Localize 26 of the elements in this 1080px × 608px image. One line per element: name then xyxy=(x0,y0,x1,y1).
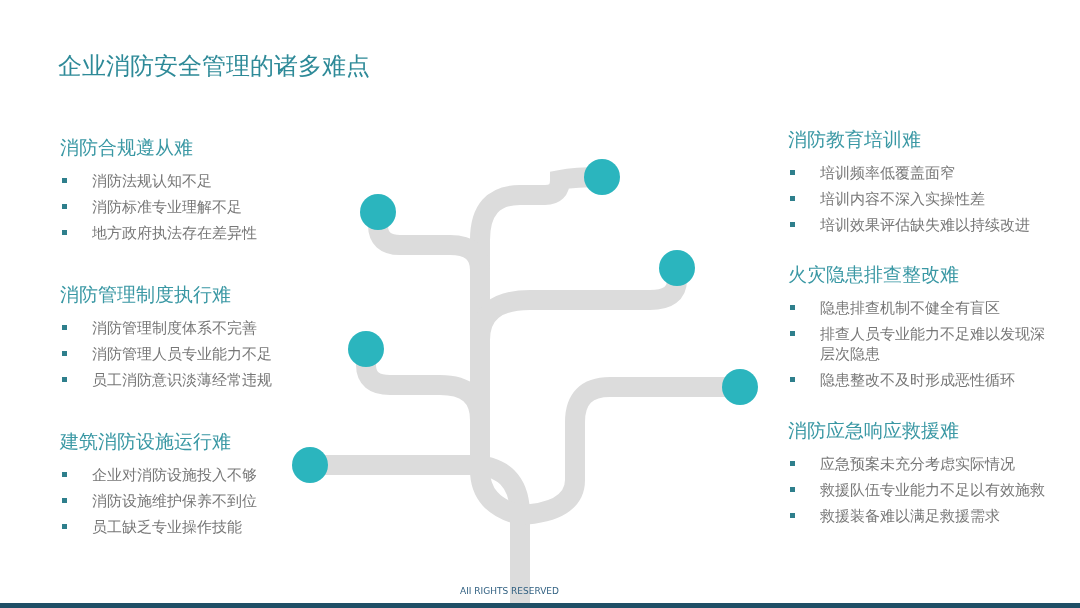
list-item-text: 隐患排查机制不健全有盲区 xyxy=(820,300,1000,316)
group-heading: 消防合规遵从难 xyxy=(60,135,194,160)
list-item-text: 应急预案未充分考虑实际情况 xyxy=(820,456,1015,472)
list-item-text: 消防设施维护保养不到位 xyxy=(92,493,257,509)
list-item-text: 培训效果评估缺失难以持续改进 xyxy=(820,217,1030,233)
slide-title: 企业消防安全管理的诸多难点 xyxy=(58,51,370,82)
group-heading: 消防管理制度执行难 xyxy=(60,282,232,307)
list-item-text: 消防法规认知不足 xyxy=(92,173,212,189)
list-item-text: 消防管理人员专业能力不足 xyxy=(92,346,272,362)
group-heading: 火灾隐患排查整改难 xyxy=(788,262,960,287)
list-item-text: 员工消防意识淡薄经常违规 xyxy=(92,372,272,388)
group-heading: 建筑消防设施运行难 xyxy=(60,429,232,454)
list-item-text: 企业对消防设施投入不够 xyxy=(92,467,257,483)
list-item-text: 排查人员专业能力不足难以发现深层次隐患 xyxy=(820,326,1045,362)
group-heading: 消防应急响应救援难 xyxy=(788,418,960,443)
footer-note: AII RIGHTS RESERVED xyxy=(460,586,559,596)
list-item-text: 地方政府执法存在差异性 xyxy=(92,225,257,241)
list-item-text: 消防管理制度体系不完善 xyxy=(92,320,257,336)
group-heading: 消防教育培训难 xyxy=(788,127,922,152)
list-item-text: 救援队伍专业能力不足以有效施救 xyxy=(820,482,1045,498)
list-item-text: 培训频率低覆盖面窄 xyxy=(820,165,955,181)
list-item-text: 培训内容不深入实操性差 xyxy=(820,191,985,207)
list-item-text: 隐患整改不及时形成恶性循环 xyxy=(820,372,1015,388)
list-item-text: 员工缺乏专业操作技能 xyxy=(92,519,242,535)
list-item-text: 救援装备难以满足救援需求 xyxy=(820,508,1000,524)
list-item-text: 消防标准专业理解不足 xyxy=(92,199,242,215)
